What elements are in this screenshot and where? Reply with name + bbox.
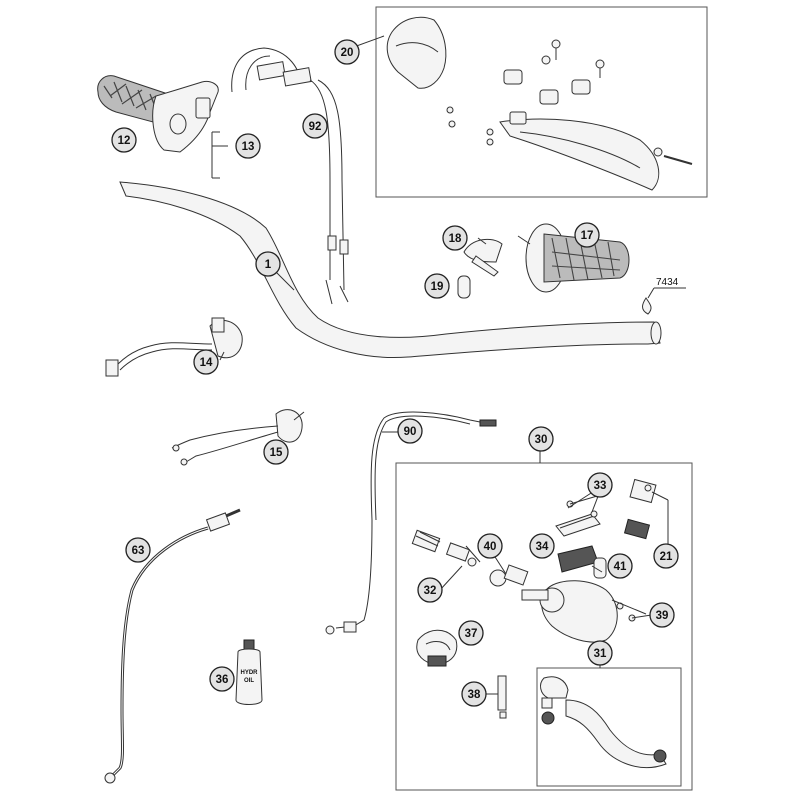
callout-36: 36 xyxy=(209,666,235,692)
brake-hose xyxy=(104,508,241,784)
svg-text:18: 18 xyxy=(449,233,462,245)
svg-text:20: 20 xyxy=(341,47,354,59)
left-grip xyxy=(525,223,630,293)
svg-text:41: 41 xyxy=(614,561,627,573)
callout-34: 34 xyxy=(529,533,555,559)
svg-text:34: 34 xyxy=(536,541,549,553)
svg-text:30: 30 xyxy=(535,434,548,446)
callout-38: 38 xyxy=(461,681,487,707)
svg-text:13: 13 xyxy=(242,141,255,153)
svg-text:36: 36 xyxy=(216,674,229,686)
svg-text:37: 37 xyxy=(465,628,478,640)
callout-39: 39 xyxy=(649,602,675,628)
callout-12: 12 xyxy=(111,127,137,153)
callout-41: 41 xyxy=(607,553,633,579)
reservoir-diaphragm xyxy=(557,545,599,573)
callout-90: 90 xyxy=(397,418,423,444)
kill-switch-14 xyxy=(105,317,243,377)
svg-text:15: 15 xyxy=(270,447,283,459)
svg-text:92: 92 xyxy=(309,121,322,133)
fastener-drop xyxy=(642,297,652,315)
switch-15 xyxy=(171,409,303,466)
svg-text:12: 12 xyxy=(118,135,131,147)
brake-master-cylinder xyxy=(411,529,647,643)
callout-33: 33 xyxy=(587,472,613,498)
callout-19: 19 xyxy=(424,273,450,299)
svg-text:31: 31 xyxy=(594,648,607,660)
callout-21: 21 xyxy=(653,543,679,569)
callout-31: 31 xyxy=(587,640,613,666)
oil-label-line1: HYDR xyxy=(240,670,258,676)
brake-assembly-frame xyxy=(395,462,693,791)
svg-text:63: 63 xyxy=(132,545,145,557)
callout-14: 14 xyxy=(193,349,219,375)
svg-text:1: 1 xyxy=(265,259,272,271)
brake-lever-frame xyxy=(536,667,682,787)
callout-18: 18 xyxy=(442,225,468,251)
callout-20: 20 xyxy=(334,39,360,65)
svg-text:19: 19 xyxy=(431,281,444,293)
svg-text:14: 14 xyxy=(200,357,213,369)
clamp-37 xyxy=(416,629,458,667)
callout-92: 92 xyxy=(302,113,328,139)
brake-lever xyxy=(540,676,667,768)
spacer-sleeve xyxy=(457,275,471,299)
reference-code: 7434 xyxy=(656,277,679,288)
throttle-grip xyxy=(97,75,219,153)
handguard-kit xyxy=(386,16,693,191)
callout-37: 37 xyxy=(458,620,484,646)
svg-text:90: 90 xyxy=(404,426,417,438)
callout-30: 30 xyxy=(528,426,554,452)
handguard-kit-frame xyxy=(375,6,708,198)
adjuster-parts-21 xyxy=(623,478,669,548)
callout-32: 32 xyxy=(417,577,443,603)
pin-38 xyxy=(497,675,507,719)
svg-text:40: 40 xyxy=(484,541,497,553)
svg-text:32: 32 xyxy=(424,585,437,597)
svg-text:21: 21 xyxy=(660,551,673,563)
svg-text:33: 33 xyxy=(594,480,607,492)
svg-text:39: 39 xyxy=(656,610,669,622)
callout-13: 13 xyxy=(235,133,261,159)
callout-63: 63 xyxy=(125,537,151,563)
hydraulic-oil-bottle: HYDR OIL xyxy=(235,639,263,705)
callout-40: 40 xyxy=(477,533,503,559)
svg-text:17: 17 xyxy=(581,230,594,242)
oil-label-line2: OIL xyxy=(244,678,254,684)
svg-text:38: 38 xyxy=(468,689,481,701)
callout-17: 17 xyxy=(574,222,600,248)
callout-1: 1 xyxy=(255,251,281,277)
cable-clip xyxy=(463,238,503,277)
throttle-cables xyxy=(231,47,349,305)
callout-15: 15 xyxy=(263,439,289,465)
clutch-cable xyxy=(325,411,497,635)
sleeve-41 xyxy=(593,557,607,579)
